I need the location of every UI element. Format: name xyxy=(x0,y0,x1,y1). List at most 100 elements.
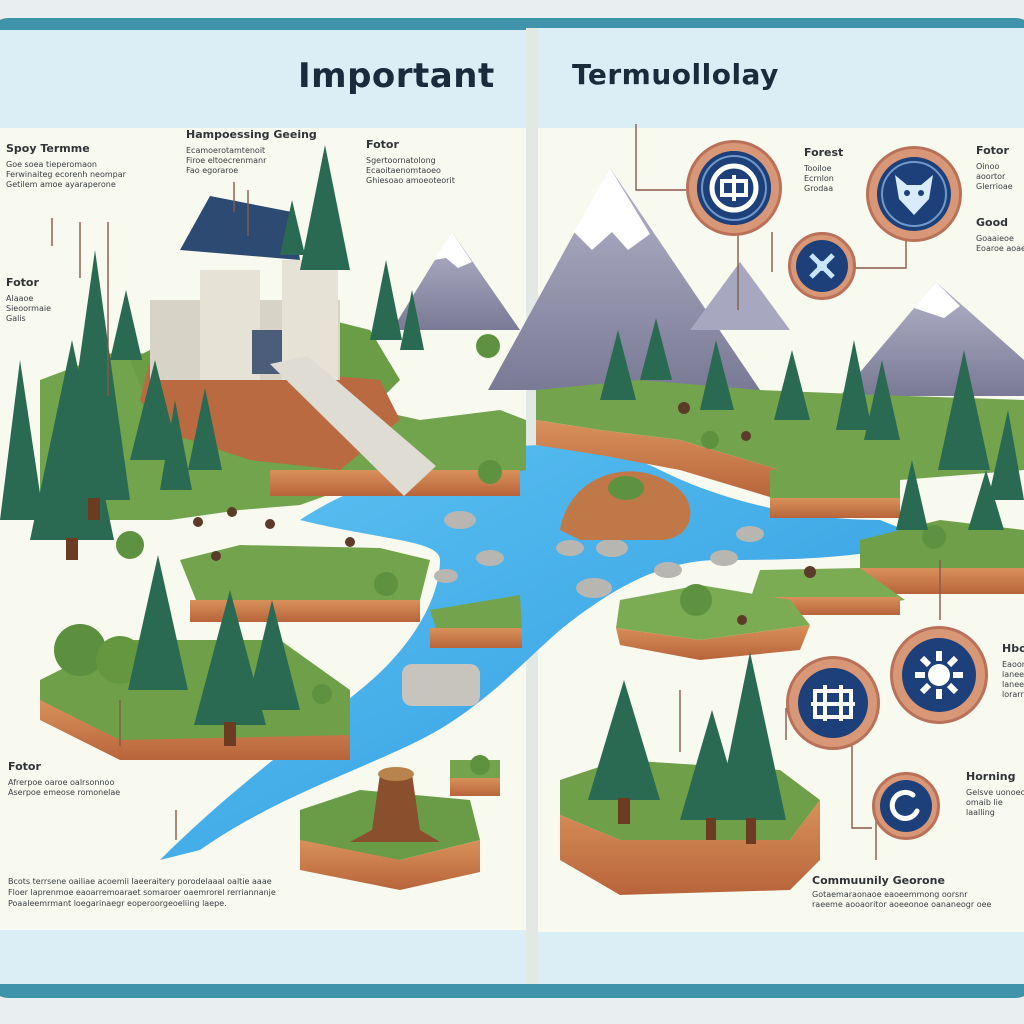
villager xyxy=(211,551,221,561)
bush xyxy=(476,334,500,358)
pine-tree xyxy=(246,600,300,710)
note-good: Goaaieoe Eoaroe aoaeior xyxy=(976,234,1024,253)
bush xyxy=(116,531,144,559)
mountain-main xyxy=(488,168,760,390)
pine-tree xyxy=(280,200,305,255)
tree-stump xyxy=(350,774,440,842)
pine-trunk xyxy=(746,818,756,844)
bush xyxy=(374,572,398,596)
pine-tree xyxy=(188,388,222,470)
villager xyxy=(678,402,690,414)
pine-tree xyxy=(110,290,142,360)
pine-tree xyxy=(836,340,872,430)
pine-forest xyxy=(0,145,1024,820)
mid-island xyxy=(180,545,430,615)
note-herding: Gelsve uonoeo omaib lie laalling xyxy=(966,788,1024,817)
long-meadow-cliff xyxy=(616,625,810,660)
right-footer-band xyxy=(532,932,1024,984)
mountain-right-snow xyxy=(914,282,960,318)
left-page-title: Important xyxy=(298,56,495,96)
rock xyxy=(434,569,458,583)
left-footer-band xyxy=(0,930,532,984)
river xyxy=(160,445,930,860)
label-community: Commuunily Georone xyxy=(812,874,945,887)
pine-tree xyxy=(30,340,114,540)
crossed-tools-icon[interactable] xyxy=(788,232,856,300)
villager xyxy=(804,566,816,578)
note-top-left: Goe soea tieperomaon Ferwinaiteg ecorenh… xyxy=(6,160,126,189)
mountain-left xyxy=(392,232,520,330)
boulder-island xyxy=(560,471,691,540)
fox-mask-icon[interactable] xyxy=(866,146,962,242)
label-herding: Horning xyxy=(966,770,1016,783)
villager xyxy=(193,517,203,527)
crescent-icon[interactable] xyxy=(872,772,940,840)
shelter-icon[interactable] xyxy=(786,656,880,750)
pine-trunk xyxy=(224,722,236,746)
rock xyxy=(654,562,682,578)
callout-lines xyxy=(51,124,941,860)
pine-trunk xyxy=(66,538,78,560)
pine-tree xyxy=(896,460,928,530)
pine-tree xyxy=(988,410,1024,500)
pine-trunks xyxy=(66,498,756,844)
note-forest: Tooiloe Ecrnlon Grodaa xyxy=(804,164,834,193)
stump-top xyxy=(378,767,414,781)
bush xyxy=(54,624,106,676)
pine-tree xyxy=(968,470,1004,530)
note-hbo: Eaoor lanee lanee lorarr xyxy=(1002,660,1024,699)
right-plateau xyxy=(536,380,1024,480)
bush xyxy=(478,460,502,484)
label-good: Good xyxy=(976,216,1009,229)
pine-tree xyxy=(130,360,180,460)
stone-tablet-icon[interactable] xyxy=(686,140,782,236)
label-mid-left: Fotor xyxy=(6,276,39,289)
river-islet-cliff xyxy=(430,628,522,648)
villagers xyxy=(193,402,816,625)
note-bottom-left: Afrerpoe oaroe oalrsonnoo Aserpoe emeose… xyxy=(8,778,121,797)
bush xyxy=(701,431,719,449)
leader-line xyxy=(851,738,872,829)
bottom-right-cliff xyxy=(560,800,820,895)
note-mid-left: Alaaoe Sieoormaie Galis xyxy=(6,294,51,323)
sun-gear-icon[interactable] xyxy=(890,626,988,724)
pine-tree xyxy=(128,555,188,690)
rock xyxy=(576,578,612,598)
label-bottom-left: Fotor xyxy=(8,760,41,773)
pine-tree xyxy=(0,360,44,520)
pine-tree xyxy=(300,145,350,270)
pine-trunk xyxy=(88,498,100,520)
long-meadow xyxy=(616,585,810,640)
pine-tree xyxy=(774,350,810,420)
small-block-cliff xyxy=(450,778,500,796)
bottom-paragraph: Bcots terrsene oailiae acoemii laeeraite… xyxy=(8,877,276,908)
bush xyxy=(680,584,712,616)
leader-line xyxy=(635,124,686,191)
pine-tree xyxy=(700,340,734,410)
right-meadow-cliff xyxy=(770,498,900,518)
pine-tree xyxy=(716,652,786,820)
pine-tree xyxy=(588,680,660,800)
pine-tree xyxy=(400,290,424,350)
mid-island-cliff xyxy=(190,600,420,622)
pine-tree xyxy=(600,330,636,400)
rock xyxy=(556,540,584,556)
villager xyxy=(737,615,747,625)
leader-line xyxy=(852,238,907,269)
pine-tree xyxy=(640,318,672,380)
castle-tower-left xyxy=(200,270,260,380)
pine-tree xyxy=(160,400,192,490)
note-top-right: Sgertoornatolong Ecaoitaenomtaoeo Ghieso… xyxy=(366,156,455,185)
villager xyxy=(345,537,355,547)
rock xyxy=(710,550,738,566)
label-top-mid: Hampoessing Geeing xyxy=(186,128,317,141)
label-top-left: Spoy Termme xyxy=(6,142,90,155)
rock xyxy=(402,664,480,706)
pine-tree xyxy=(864,360,900,440)
rock xyxy=(444,511,476,529)
note-fotor: Oinoo aoortor Glerrioae xyxy=(976,162,1013,191)
castle-roof xyxy=(180,196,300,260)
rock xyxy=(476,550,504,566)
